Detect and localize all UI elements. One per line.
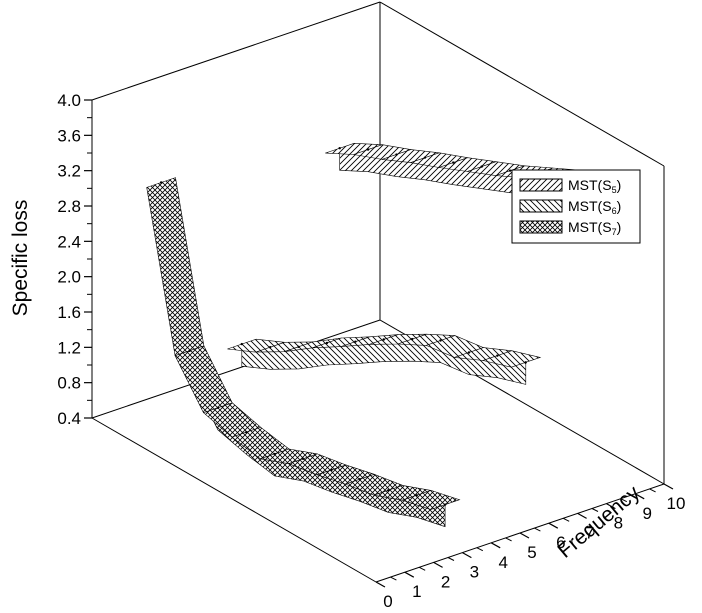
x-tick-label-6: 6 xyxy=(556,533,565,552)
series-2-point-1 xyxy=(268,346,272,349)
series-1-point-0 xyxy=(338,147,341,150)
y-tick-label-3.2: 3.2 xyxy=(57,162,81,181)
x-tick-5 xyxy=(519,532,530,539)
series-2-point-9 xyxy=(496,354,499,357)
x-tick-label-3: 3 xyxy=(470,563,479,582)
x-minor-tick-7 xyxy=(591,508,599,512)
legend: MST(S5) MST(S6) MST(S7) xyxy=(511,169,641,244)
series-1-point-2 xyxy=(395,153,398,156)
series-3-point-8 xyxy=(387,489,390,492)
series-2-point-3 xyxy=(325,341,329,345)
series-3-point-9 xyxy=(415,494,418,497)
x-axis: 0 1 2 34 5 6 7 89 10 xyxy=(375,483,686,611)
x-tick-0 xyxy=(375,581,386,588)
x-minor-tick-3 xyxy=(476,547,484,552)
x-minor-tick-5 xyxy=(534,527,541,532)
front-floor-edge xyxy=(91,417,377,583)
series-3-ribbon xyxy=(146,177,461,528)
x-tick-6 xyxy=(548,522,559,529)
x-minor-tick-1 xyxy=(418,566,426,571)
x-tick-label-4: 4 xyxy=(498,553,507,572)
legend-label-1: MST(S5) xyxy=(568,177,621,195)
series-3-point-0 xyxy=(159,181,163,184)
y-tick-label-3.6: 3.6 xyxy=(57,126,81,145)
x-tick-label-5: 5 xyxy=(527,543,536,562)
series-2-point-10 xyxy=(524,361,527,364)
series-2-point-7 xyxy=(439,339,442,342)
x-tick-9 xyxy=(634,493,645,500)
y-tick-label-1.2: 1.2 xyxy=(57,338,81,357)
x-tick-label-0: 0 xyxy=(383,592,392,611)
y-tick-label-2.4: 2.4 xyxy=(57,232,81,251)
x-tick-1 xyxy=(404,571,415,578)
series-3-point-3 xyxy=(245,430,248,434)
series-2-point-6 xyxy=(410,337,414,341)
y-axis-title: Specific loss xyxy=(9,200,32,317)
series-3-point-6 xyxy=(330,468,333,472)
series-2-point-2 xyxy=(297,345,300,349)
y-tick-label-4.0: 4.0 xyxy=(57,91,81,110)
series-2-point-4 xyxy=(354,340,357,343)
y-tick-label-2.8: 2.8 xyxy=(57,197,81,216)
x-tick-3 xyxy=(462,552,472,559)
x-minor-tick-0 xyxy=(390,576,397,581)
series-3-segment-1 xyxy=(174,345,233,414)
series-3-point-7 xyxy=(358,478,362,481)
series-1-point-1 xyxy=(366,148,370,151)
legend-swatch-2 xyxy=(519,199,563,213)
series-3-point-1 xyxy=(188,349,191,353)
x-tick-label-7: 7 xyxy=(585,523,594,542)
back-top-edge xyxy=(379,1,665,167)
x-minor-tick-4 xyxy=(505,537,512,542)
x-tick-label-1: 1 xyxy=(412,582,421,601)
legend-swatch-1 xyxy=(519,178,563,192)
series-3-segment-9 xyxy=(401,490,461,510)
left-floor-edge xyxy=(91,319,381,419)
series-2-point-8 xyxy=(467,351,471,354)
left-top-edge xyxy=(91,1,381,101)
x-minor-tick-2 xyxy=(447,557,455,561)
x-tick-7 xyxy=(577,512,587,519)
series-3-point-2 xyxy=(216,406,220,410)
x-tick-label-2: 2 xyxy=(441,572,450,591)
y-tick-label-1.6: 1.6 xyxy=(57,303,81,322)
x-minor-tick-6 xyxy=(562,517,570,522)
series-3-point-5 xyxy=(301,457,305,461)
series-2-segment-9 xyxy=(481,350,542,368)
y-tick-label-2.0: 2.0 xyxy=(57,268,81,287)
series-3-segment-0 xyxy=(146,177,205,357)
x-tick-label-8: 8 xyxy=(614,514,623,533)
x-tick-label-9: 9 xyxy=(642,504,651,523)
x-tick-10 xyxy=(663,483,674,490)
x-tick-2 xyxy=(433,561,443,568)
series-1-point-6 xyxy=(508,169,512,172)
series-3-point-10 xyxy=(443,503,447,506)
series-2-point-0 xyxy=(240,342,243,346)
series-1-point-5 xyxy=(480,165,483,168)
x-tick-4 xyxy=(490,542,501,549)
legend-swatch-3 xyxy=(519,220,563,234)
x-minor-tick-8 xyxy=(620,498,628,503)
x-axis-title: Frequency xyxy=(553,481,644,563)
y-axis: 0.4 0.8 1.2 1.6 2.0 2.4 2.8 3.2 3.6 4.0 xyxy=(57,91,92,428)
series-2-point-5 xyxy=(382,338,385,341)
series-1-point-3 xyxy=(423,156,427,159)
x-tick-label-10: 10 xyxy=(667,494,686,513)
y-tick-label-0.8: 0.8 xyxy=(57,374,81,393)
x-minor-tick-9 xyxy=(649,488,656,493)
x-tick-8 xyxy=(606,503,616,510)
series-1-point-4 xyxy=(452,161,455,164)
legend-label-2: MST(S6) xyxy=(568,198,621,216)
series-3-point-4 xyxy=(273,452,276,456)
legend-label-3: MST(S7) xyxy=(568,219,621,237)
y-tick-label-0.4: 0.4 xyxy=(57,409,81,428)
series-2-ribbon xyxy=(227,333,542,385)
